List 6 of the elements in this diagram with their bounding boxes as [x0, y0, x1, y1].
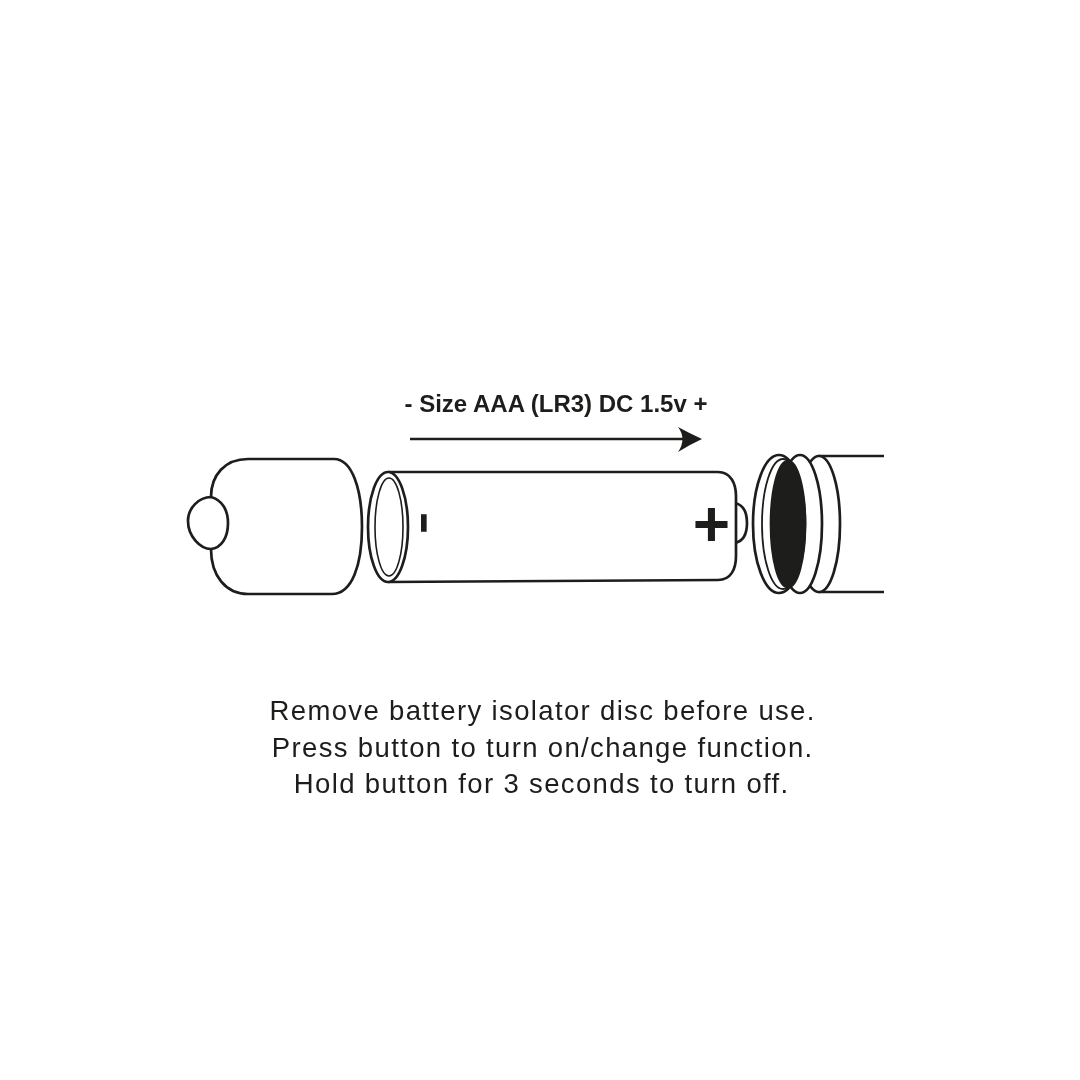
battery-size-label: - Size AAA (LR3) DC 1.5v + — [404, 391, 708, 416]
instruction-text: Remove battery isolator disc before use. — [269, 697, 816, 725]
polarity-label: - — [415, 511, 430, 535]
instruction-text: Press button to turn on/change function. — [271, 733, 814, 762]
polarity-label: + — [692, 507, 731, 540]
instruction-text: Hold button for 3 seconds to turn off. — [293, 770, 790, 798]
